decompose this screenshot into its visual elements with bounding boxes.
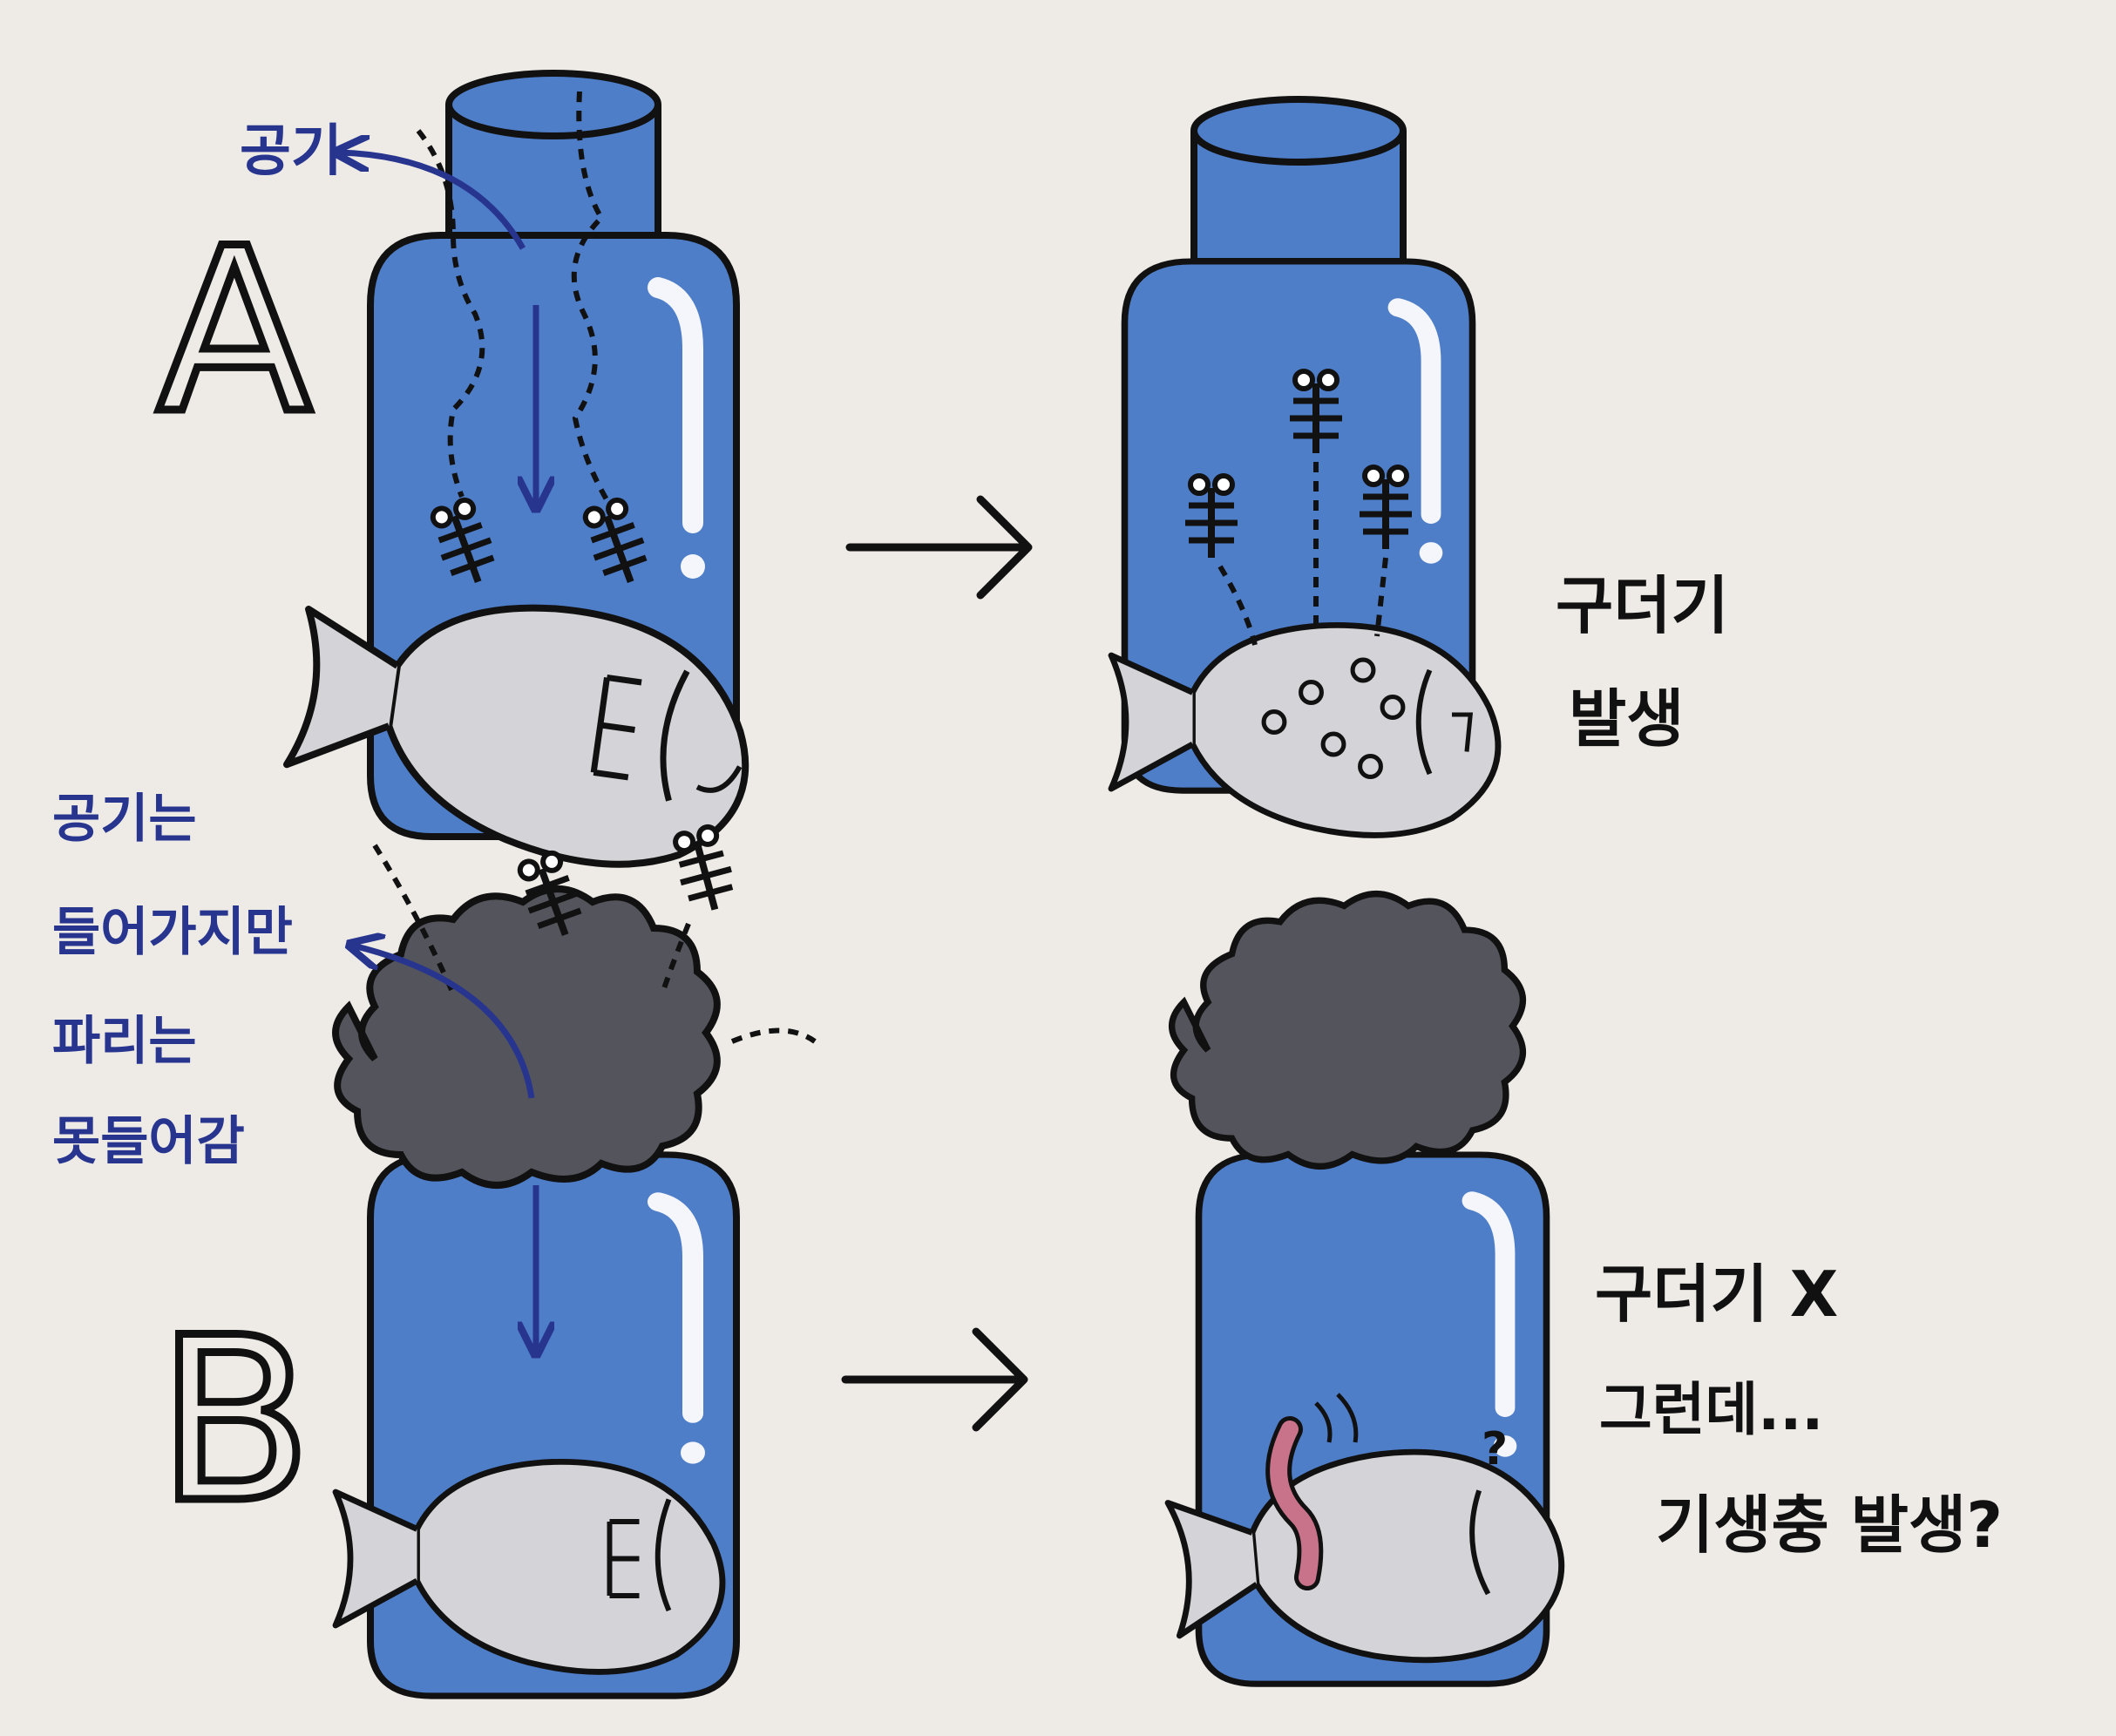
- svg-text:기생충 발생?: 기생충 발생?: [1656, 1488, 2003, 1562]
- gauze-cloth-icon: [336, 889, 717, 1185]
- result-b-note: 구더기 X 그런데... 기생충 발생?: [1595, 1258, 2003, 1562]
- result-a-note: 구더기 발생: [1556, 569, 1729, 756]
- svg-text:공기는: 공기는: [52, 789, 197, 850]
- arrow-right-icon: [845, 1332, 1024, 1427]
- jar-b-before: [336, 824, 817, 1696]
- question-mark: ?: [1482, 1423, 1508, 1475]
- air-in-flies-out-note: 공기는 들어가지만 파리는 못들어감: [52, 789, 293, 1172]
- svg-text:못들어감: 못들어감: [52, 1111, 245, 1172]
- arrow-right-icon: [850, 499, 1028, 595]
- experiment-b-label: B: [157, 1290, 312, 1553]
- jar-icon: [449, 73, 658, 235]
- svg-text:파리는: 파리는: [52, 1011, 197, 1072]
- gauze-cloth-icon: [1172, 894, 1523, 1167]
- svg-text:그런데...: 그런데...: [1599, 1376, 1823, 1443]
- jar-a-before: [279, 73, 764, 882]
- fly-icon: [668, 824, 740, 916]
- jar-icon: [1194, 99, 1403, 261]
- jar-a-after: [1111, 99, 1498, 835]
- svg-text:구더기 X: 구더기 X: [1595, 1258, 1838, 1331]
- air-label: 공기: [240, 119, 342, 184]
- svg-text:발생: 발생: [1569, 682, 1684, 756]
- svg-text:구더기: 구더기: [1556, 569, 1729, 642]
- svg-text:들어가지만: 들어가지만: [52, 902, 293, 963]
- experiment-a-label: A: [157, 200, 313, 464]
- jar-b-after: ?: [1165, 894, 1569, 1685]
